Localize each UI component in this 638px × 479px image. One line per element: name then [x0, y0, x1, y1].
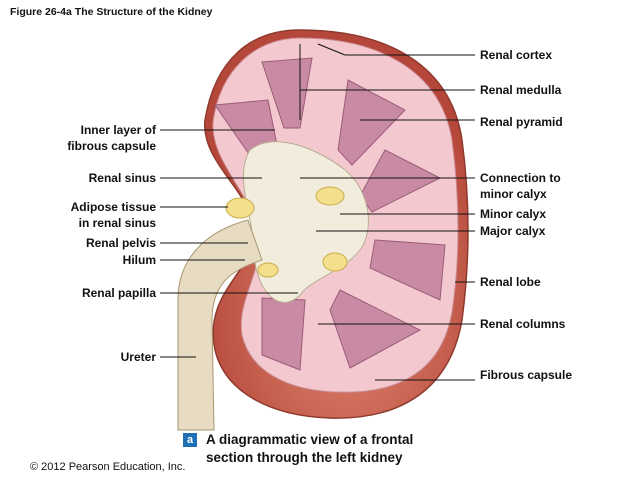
label-inner-layer-line2: fibrous capsule [67, 139, 156, 153]
label-minor-calyx: Minor calyx [480, 207, 547, 221]
leader-lines-right [299, 43, 475, 381]
label-renal-sinus: Renal sinus [88, 171, 156, 185]
label-ureter: Ureter [120, 350, 156, 364]
caption-line1: A diagrammatic view of a frontal [206, 432, 414, 447]
label-major-calyx: Major calyx [480, 224, 546, 238]
caption-line2: section through the left kidney [206, 450, 403, 465]
label-renal-cortex: Renal cortex [480, 48, 553, 62]
label-connection-line1: Connection to [480, 171, 561, 185]
caption-badge: a [183, 433, 197, 447]
label-fibrous-capsule: Fibrous capsule [480, 368, 573, 382]
label-renal-papilla: Renal papilla [81, 286, 156, 300]
adipose-tissue [225, 186, 348, 278]
label-renal-medulla: Renal medulla [480, 83, 562, 97]
leader-lines-left [160, 129, 298, 358]
figure-title: Figure 26-4a The Structure of the Kidney [10, 6, 213, 18]
ureter-shape [177, 219, 263, 431]
label-renal-lobe: Renal lobe [480, 275, 541, 289]
label-connection-line2: minor calyx [480, 187, 547, 201]
label-adipose-line1: Adipose tissue [70, 200, 156, 214]
label-inner-layer-line1: Inner layer of [80, 123, 156, 137]
figure-caption: A diagrammatic view of a frontal section… [206, 431, 413, 467]
label-hilum: Hilum [122, 253, 156, 267]
label-adipose-line2: in renal sinus [78, 216, 156, 230]
label-renal-columns: Renal columns [480, 317, 566, 331]
copyright-notice: © 2012 Pearson Education, Inc. [30, 461, 186, 473]
label-renal-pyramid: Renal pyramid [480, 115, 563, 129]
label-renal-pelvis: Renal pelvis [85, 236, 156, 250]
